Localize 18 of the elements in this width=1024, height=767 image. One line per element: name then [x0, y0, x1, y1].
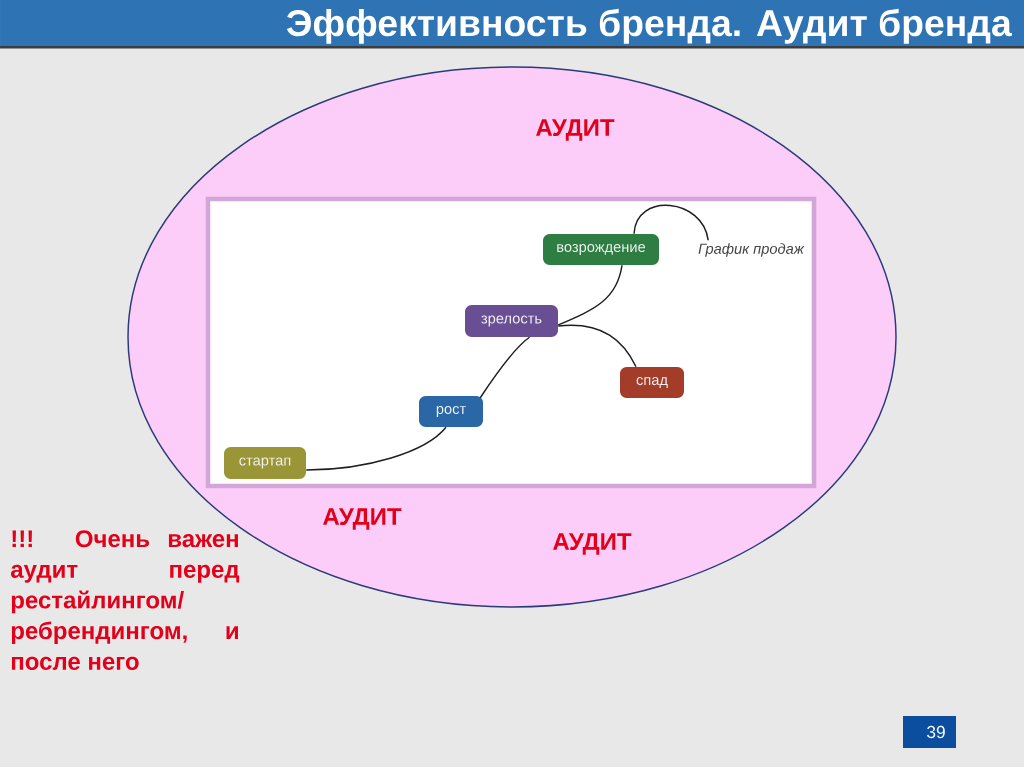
connector-curve: [557, 324, 637, 368]
curve-label: График продаж: [698, 243, 805, 257]
audit-label: АУДИТ: [536, 119, 615, 141]
picture-panel: [205, 196, 817, 489]
connector-curve: [557, 264, 623, 326]
audit-label: АУДИТ: [323, 508, 402, 530]
connector-curve: [633, 204, 709, 241]
title-bar: Эффективность бренда. Аудит бренда: [0, 0, 1024, 49]
stage-box: возрождение: [543, 234, 659, 265]
stage-box: зрелость: [465, 305, 558, 337]
note-text: !!! Очень важен аудит перед рестайлингом/ ребрендингом, и после него: [11, 530, 240, 670]
stage-box: спад: [620, 367, 684, 398]
audit-label: АУДИТ: [553, 533, 632, 555]
connector-curve: [479, 336, 531, 399]
connector-curve: [305, 426, 447, 471]
page-number: 39: [903, 716, 956, 748]
stage-box: рост: [419, 396, 483, 427]
stage-box: стартап: [224, 447, 306, 479]
